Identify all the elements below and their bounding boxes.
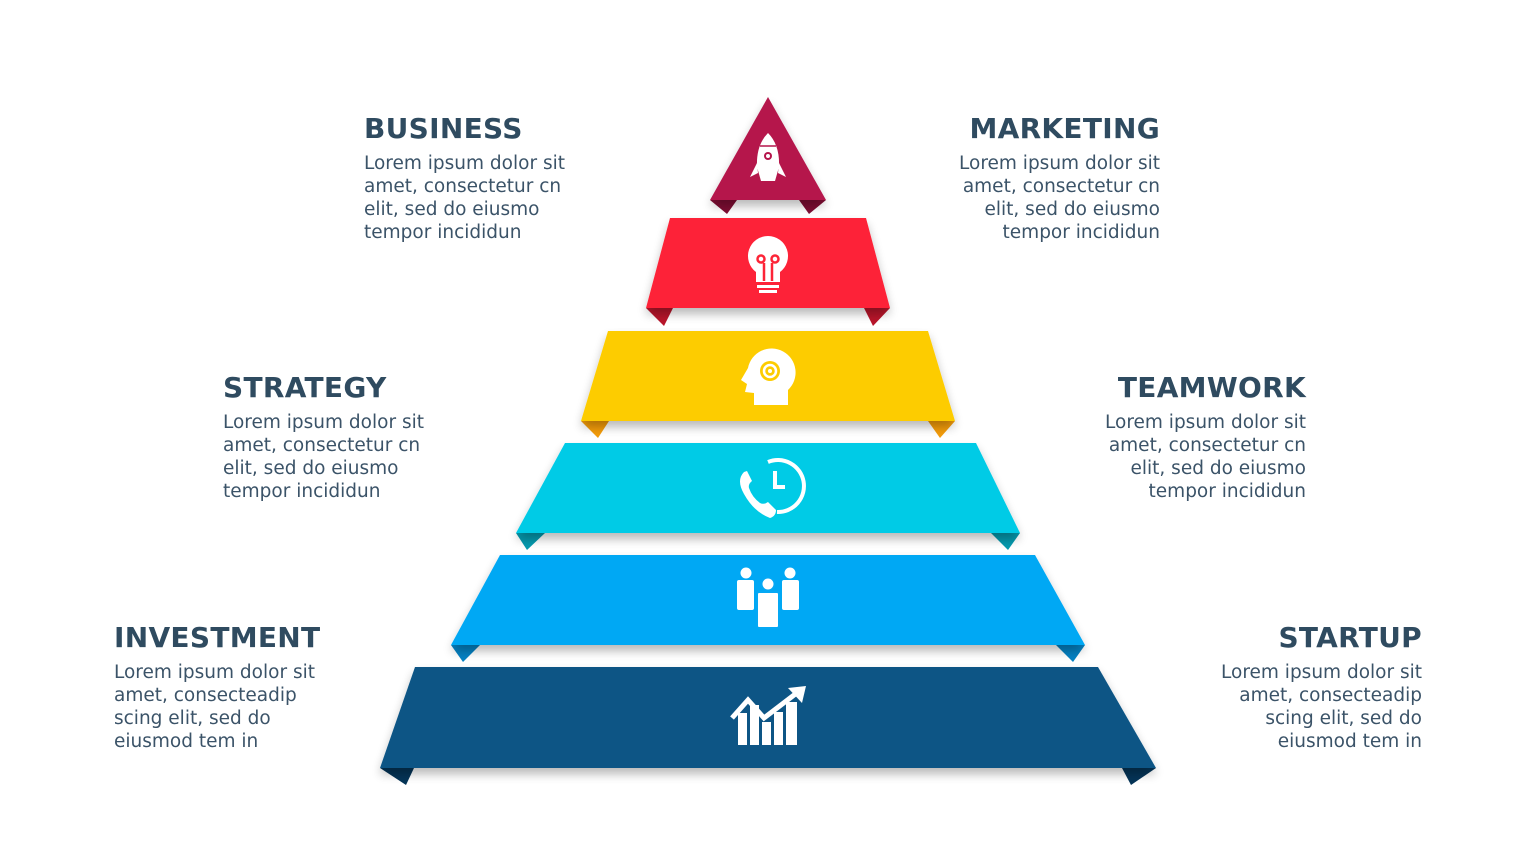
label-startup-title: STARTUP — [1278, 621, 1422, 654]
label-strategy-title: STRATEGY — [223, 371, 387, 404]
label-startup: STARTUP Lorem ipsum dolor sit amet, cons… — [1162, 621, 1422, 753]
body-line: tempor incididun — [1002, 222, 1160, 243]
tier-2-marketing-band — [646, 218, 890, 326]
body-line: eiusmod tem in — [114, 731, 259, 752]
body-line: scing elit, sed do — [114, 708, 271, 729]
growth-chart-icon — [730, 686, 806, 745]
body-line: amet, consecteadip — [1239, 685, 1422, 706]
body-line: scing elit, sed do — [1265, 708, 1422, 729]
body-line: Lorem ipsum dolor sit — [959, 153, 1160, 174]
tier-3-strategy-band — [581, 331, 955, 438]
body-line: elit, sed do eiusmo — [223, 458, 399, 479]
label-teamwork-body: Lorem ipsum dolor sit amet, consectetur … — [1046, 411, 1306, 503]
body-line: Lorem ipsum dolor sit — [114, 662, 315, 683]
label-marketing-title: MARKETING — [969, 112, 1160, 145]
body-line: Lorem ipsum dolor sit — [364, 153, 565, 174]
body-line: amet, consecteadip — [114, 685, 297, 706]
rocket-icon — [750, 133, 786, 181]
body-line: eiusmod tem in — [1277, 731, 1422, 752]
body-line: amet, consectetur cn — [962, 176, 1160, 197]
body-line: Lorem ipsum dolor sit — [223, 412, 424, 433]
body-line: Lorem ipsum dolor sit — [1105, 412, 1306, 433]
label-marketing: MARKETING Lorem ipsum dolor sit amet, co… — [900, 112, 1160, 244]
tier-1-business-band — [710, 97, 826, 214]
label-business-title: BUSINESS — [364, 112, 523, 145]
body-line: Lorem ipsum dolor sit — [1221, 662, 1422, 683]
tier-6-investment-band — [380, 667, 1156, 785]
body-line: elit, sed do eiusmo — [364, 199, 540, 220]
body-line: tempor incididun — [1148, 481, 1306, 502]
body-line: amet, consectetur cn — [223, 435, 421, 456]
label-marketing-body: Lorem ipsum dolor sit amet, consectetur … — [900, 152, 1160, 244]
body-line: amet, consectetur cn — [1108, 435, 1306, 456]
team-icon — [737, 567, 799, 629]
tier-4-teamwork-band — [516, 443, 1020, 550]
body-line: elit, sed do eiusmo — [984, 199, 1161, 220]
label-investment: INVESTMENT Lorem ipsum dolor sit amet, c… — [114, 621, 374, 753]
body-line: elit, sed do eiusmo — [1130, 458, 1307, 479]
label-investment-title: INVESTMENT — [114, 621, 321, 654]
label-strategy: STRATEGY Lorem ipsum dolor sit amet, con… — [223, 371, 483, 503]
label-startup-body: Lorem ipsum dolor sit amet, consecteadip… — [1162, 661, 1422, 753]
head-gear-icon — [741, 348, 796, 405]
tier-5-startup-band — [451, 555, 1085, 662]
label-teamwork-title: TEAMWORK — [1117, 371, 1306, 404]
label-business-body: Lorem ipsum dolor sit amet, consectetur … — [364, 152, 624, 244]
label-business: BUSINESS Lorem ipsum dolor sit amet, con… — [364, 112, 624, 244]
label-strategy-body: Lorem ipsum dolor sit amet, consectetur … — [223, 411, 483, 503]
body-line: tempor incididun — [223, 481, 381, 502]
lightbulb-icon — [748, 236, 789, 293]
phone-clock-icon — [740, 458, 806, 518]
body-line: tempor incididun — [364, 222, 522, 243]
label-teamwork: TEAMWORK Lorem ipsum dolor sit amet, con… — [1046, 371, 1306, 503]
body-line: amet, consectetur cn — [364, 176, 562, 197]
label-investment-body: Lorem ipsum dolor sit amet, consecteadip… — [114, 661, 374, 753]
